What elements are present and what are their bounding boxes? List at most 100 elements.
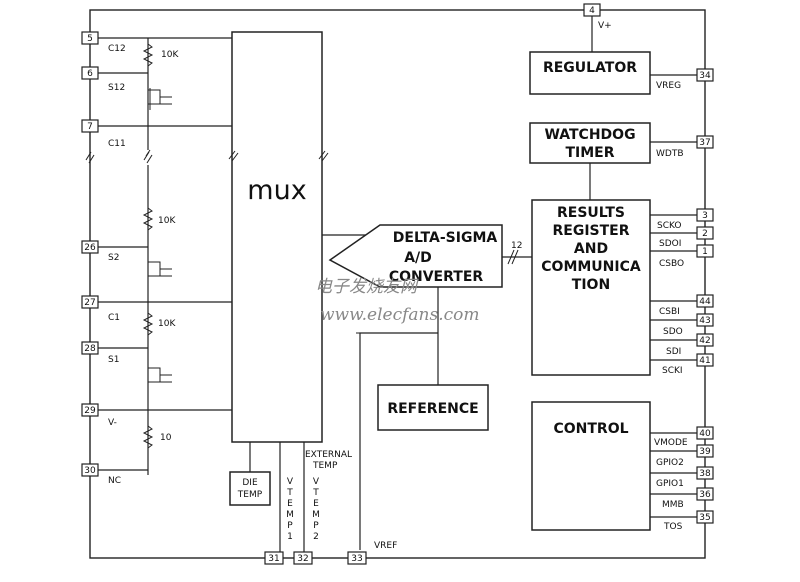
top-pin-4: 4 V+	[583, 3, 612, 44]
control-label: CONTROL	[553, 421, 628, 437]
pin-label: S1	[108, 355, 119, 365]
svg-text:T: T	[286, 488, 293, 498]
svg-text:V: V	[313, 477, 320, 487]
left-pins: 5 C12 6 S12 7 C11 26 S2 27 C1 28 S1 29 V…	[81, 31, 126, 486]
pin-label: VMODE	[654, 438, 688, 448]
delta-sigma-adc	[328, 224, 503, 288]
pin-label: C11	[108, 139, 126, 149]
pin-label: SDO	[663, 327, 683, 337]
pin-number: 32	[297, 554, 308, 564]
pin-label: MMB	[662, 500, 684, 510]
svg-text:E: E	[313, 499, 319, 509]
watermark-url: www.elecfans.com	[320, 305, 480, 325]
pin-number: 38	[699, 469, 711, 479]
pin-number: 6	[87, 69, 93, 79]
resistor-label: 10K	[161, 50, 179, 60]
resistor-label: 10K	[158, 216, 176, 226]
svg-text:2: 2	[313, 532, 319, 542]
pin-number: 7	[87, 122, 93, 132]
adc-line2: A/D	[404, 250, 432, 266]
pin-label: WDTB	[656, 149, 684, 159]
watermark-cn: 电子发烧友网	[315, 277, 419, 297]
svg-text:E: E	[287, 499, 293, 509]
pin-number: 31	[268, 554, 279, 564]
pin-label: C1	[108, 313, 120, 323]
pin-label: TOS	[663, 522, 683, 532]
svg-text:P: P	[313, 521, 319, 531]
vref-label: VREF	[374, 541, 397, 551]
pin-number: 40	[699, 429, 711, 439]
adc-line1: DELTA-SIGMA	[393, 230, 498, 246]
resistor-label: 10	[160, 433, 172, 443]
die-temp-block	[229, 471, 271, 506]
svg-text:1: 1	[287, 532, 293, 542]
pin-label: GPIO1	[656, 479, 684, 489]
pin-label: SCKI	[662, 366, 683, 376]
svg-text:T: T	[312, 488, 319, 498]
pin-label: VREG	[656, 81, 681, 91]
results-line5: TION	[572, 277, 610, 293]
pin-number: 3	[702, 211, 708, 221]
pin-number: 37	[699, 138, 710, 148]
results-line3: AND	[574, 241, 608, 257]
pin-label: SDI	[666, 347, 681, 357]
mux-block	[231, 31, 323, 443]
pin-number: 30	[84, 466, 96, 476]
pin-label: GPIO2	[656, 458, 684, 468]
pin-label: C12	[108, 44, 126, 54]
die-temp-line1: DIE	[242, 478, 258, 488]
die-temp-line2: TEMP	[237, 490, 263, 500]
pin-label: NC	[108, 476, 121, 486]
pin-number: 42	[699, 336, 710, 346]
pin-number: 1	[702, 247, 708, 257]
svg-text:V: V	[287, 477, 294, 487]
pin-label: SDOI	[659, 239, 681, 249]
bus-width-label: 12	[511, 241, 522, 251]
pin-number: 2	[702, 229, 708, 239]
reference-block	[377, 384, 489, 431]
pin-number: 34	[699, 71, 711, 81]
pin-label: CSBO	[659, 259, 684, 269]
cell-stack	[85, 37, 232, 475]
external-temp-line1: EXTERNAL	[305, 450, 352, 460]
pin-number: 39	[699, 447, 711, 457]
pin-number: 41	[699, 356, 710, 366]
svg-text:M: M	[312, 510, 320, 520]
results-line2: REGISTER	[552, 223, 629, 239]
adc-line3: CONVERTER	[389, 269, 484, 285]
watchdog-line1: WATCHDOG	[544, 127, 635, 143]
pin-label: S12	[108, 83, 125, 93]
pin-number: 35	[699, 513, 710, 523]
pin-number: 26	[84, 243, 96, 253]
bottom-pins: 31 32 33 VREF	[264, 541, 397, 565]
resistor-label: 10K	[158, 319, 176, 329]
pin-number: 29	[84, 406, 96, 416]
results-line4: COMMUNICA	[541, 259, 641, 275]
control-block	[531, 401, 651, 531]
mux-label: mux	[247, 175, 306, 206]
pin-label: V-	[108, 418, 117, 428]
results-register-block	[531, 199, 651, 376]
pin-number: 4	[589, 6, 595, 16]
pin-label: V+	[598, 21, 612, 31]
pin-label: SCKO	[657, 221, 682, 231]
results-line1: RESULTS	[557, 205, 625, 221]
watchdog-line2: TIMER	[565, 145, 614, 161]
pin-number: 36	[699, 490, 711, 500]
regulator-block	[529, 51, 651, 95]
reference-label: REFERENCE	[387, 401, 478, 417]
right-pins: 34 37 3 SCKO 2 SDOI 1 CSBO 44 CSBI 43 SD…	[654, 68, 714, 532]
regulator-label: REGULATOR	[543, 60, 637, 76]
pin-number: 44	[699, 297, 711, 307]
pin-label: S2	[108, 253, 119, 263]
chip-outline	[89, 9, 706, 559]
pin-number: 43	[699, 316, 710, 326]
svg-text:P: P	[287, 521, 293, 531]
pin-label: CSBI	[659, 307, 680, 317]
pin-number: 28	[84, 344, 96, 354]
pin-number: 5	[87, 34, 93, 44]
svg-text:M: M	[286, 510, 294, 520]
pin-number: 27	[84, 298, 95, 308]
pin-number: 33	[351, 554, 362, 564]
